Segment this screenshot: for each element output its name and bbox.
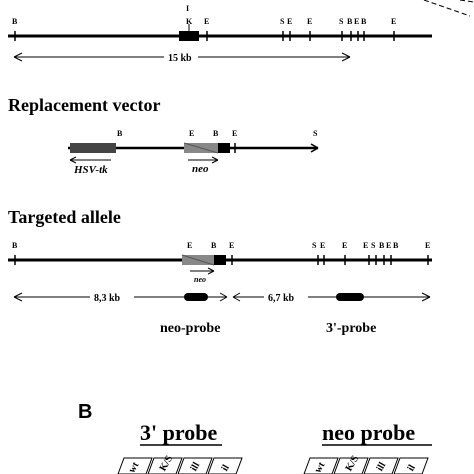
site-label: B <box>379 241 385 250</box>
site-label: S <box>339 17 344 26</box>
lane-labels-left: wt K/S ill il <box>117 453 243 474</box>
exon-marker-label: I <box>186 4 189 13</box>
exon-block <box>218 143 230 153</box>
site-label: E <box>342 241 347 250</box>
three-prime-probe-bar <box>336 293 364 301</box>
site-label: S <box>313 129 318 138</box>
hsv-tk-cassette <box>70 143 116 153</box>
lane-label: ill <box>375 460 389 473</box>
distance-label: 6,7 kb <box>268 293 295 304</box>
site-label: E <box>232 129 237 138</box>
section-title: Targeted allele <box>8 207 121 227</box>
lane-label: wt <box>127 460 142 474</box>
site-label: B <box>213 129 219 138</box>
exon-block <box>214 255 226 265</box>
distance-label: 8,3 kb <box>94 293 121 304</box>
site-label: E <box>187 241 192 250</box>
site-label: E <box>204 17 209 26</box>
dashed-expansion-line <box>423 0 471 17</box>
site-label: B <box>393 241 399 250</box>
site-label: S <box>312 241 317 250</box>
site-label: E <box>386 241 391 250</box>
site-label: K <box>186 17 193 26</box>
site-label: B <box>361 17 367 26</box>
site-label: E <box>320 241 325 250</box>
lane-label: il <box>406 463 418 474</box>
lane-label: il <box>220 463 232 474</box>
section-title: Replacement vector <box>8 95 160 115</box>
lane-label: K/S <box>158 453 176 473</box>
lane-labels-right: wt K/S ill il <box>303 453 429 474</box>
neo-label: neo <box>192 163 209 175</box>
site-label: B <box>117 129 123 138</box>
site-label: B <box>12 241 18 250</box>
exon-block <box>179 31 199 41</box>
genomic-locus: I B K E S E E S B E B E 15 kb <box>8 0 474 64</box>
site-label: B <box>347 17 353 26</box>
probe-heading-neo: neo probe <box>322 420 415 445</box>
three-prime-probe-label: 3'-probe <box>326 321 376 336</box>
site-label: S <box>371 241 376 250</box>
lane-label: K/S <box>344 453 362 473</box>
lane-label: ill <box>189 460 203 473</box>
hsv-tk-label: HSV-tk <box>73 164 108 176</box>
lane-label: wt <box>313 460 328 474</box>
site-label: E <box>363 241 368 250</box>
neo-probe-label: neo-probe <box>160 321 220 336</box>
site-label: E <box>287 17 292 26</box>
neo-label: neo <box>194 275 206 284</box>
site-label: B <box>12 17 18 26</box>
replacement-vector: Replacement vector HSV-tk neo B E B E S <box>8 95 319 176</box>
panel-b: B 3' probe neo probe wt K/S ill il wt K/… <box>78 401 432 474</box>
site-label: E <box>391 17 396 26</box>
panel-label: B <box>78 401 92 423</box>
distance-label: 15 kb <box>168 53 192 64</box>
neo-probe-bar <box>184 293 208 301</box>
site-label: E <box>307 17 312 26</box>
site-label: E <box>229 241 234 250</box>
dashed-expansion-line <box>459 0 474 3</box>
site-label: E <box>189 129 194 138</box>
site-label: E <box>425 241 430 250</box>
site-label: E <box>354 17 359 26</box>
site-label: S <box>280 17 285 26</box>
site-label: B <box>211 241 217 250</box>
probe-heading-3prime: 3' probe <box>140 420 217 445</box>
targeted-allele: Targeted allele neo B E B E S E E E S <box>8 207 432 336</box>
